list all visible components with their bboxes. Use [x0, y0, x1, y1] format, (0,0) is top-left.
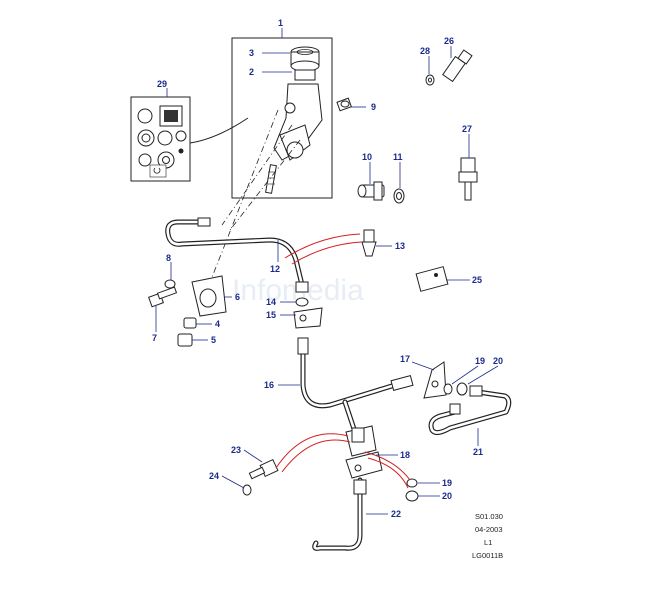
washer-8[interactable]	[164, 279, 176, 289]
callout-4: 4	[215, 319, 220, 329]
callout-14: 14	[266, 297, 276, 307]
callout-5: 5	[211, 335, 216, 345]
bolt-23[interactable]	[248, 458, 279, 480]
highlight-20-a	[364, 451, 411, 481]
callout-26: 26	[444, 36, 454, 46]
callout-19-lower: 19	[442, 478, 452, 488]
leader-lines	[155, 28, 499, 515]
bracket-6[interactable]	[191, 275, 227, 317]
drawing-ref: LG0011B	[472, 551, 503, 560]
kit-pointer	[189, 117, 249, 144]
callout-13: 13	[395, 241, 405, 251]
callout-19-upper: 19	[475, 356, 485, 366]
connector-25[interactable]	[415, 266, 449, 292]
bolt-7[interactable]	[148, 286, 178, 308]
washer-11[interactable]	[393, 188, 405, 204]
banjo-bolt-10[interactable]	[357, 181, 385, 201]
callout-25: 25	[472, 275, 482, 285]
hose-16[interactable]	[297, 337, 414, 435]
washer-24[interactable]	[242, 484, 252, 496]
highlight-13-a	[284, 233, 361, 259]
highlight-18-b	[281, 439, 351, 473]
callout-8: 8	[166, 253, 171, 263]
highlight-13-b	[291, 241, 363, 265]
repair-kit-panel[interactable]	[130, 96, 191, 182]
callout-3: 3	[249, 48, 254, 58]
nut-20-lower[interactable]	[405, 490, 419, 502]
master-cylinder-assembly[interactable]	[231, 37, 333, 199]
washer-19-lower[interactable]	[406, 478, 418, 488]
callout-24: 24	[209, 471, 219, 481]
nut-5[interactable]	[177, 333, 193, 347]
callout-21: 21	[473, 447, 483, 457]
centerline-1	[204, 109, 279, 296]
callout-23: 23	[231, 445, 241, 455]
callout-7: 7	[152, 333, 157, 343]
callout-27: 27	[462, 124, 472, 134]
union-26[interactable]	[442, 49, 473, 83]
centerline-3	[229, 139, 301, 231]
pipe-22[interactable]	[312, 477, 367, 551]
callout-9: 9	[371, 102, 376, 112]
callout-17: 17	[400, 354, 410, 364]
washer-14[interactable]	[295, 297, 309, 307]
centerline-2	[221, 124, 293, 226]
washer-28[interactable]	[425, 74, 435, 86]
callout-6: 6	[235, 292, 240, 302]
callout-20-lower: 20	[442, 491, 452, 501]
washer-19-upper[interactable]	[443, 383, 453, 395]
callout-18: 18	[400, 450, 410, 460]
bracket-17[interactable]	[423, 361, 447, 399]
bleed-nipple-9[interactable]	[336, 97, 352, 112]
callout-16: 16	[264, 380, 274, 390]
clip-13[interactable]	[361, 229, 377, 257]
pipe-12[interactable]	[165, 217, 309, 293]
nut-4[interactable]	[183, 317, 197, 329]
bracket-15[interactable]	[293, 307, 323, 329]
highlight-20-b	[367, 457, 409, 489]
drawing-metadata: S01.030 04-2003 L1 LG0011B	[472, 512, 503, 560]
callout-10: 10	[362, 152, 372, 162]
switch-27[interactable]	[458, 157, 478, 201]
callout-12: 12	[270, 264, 280, 274]
callout-20-upper: 20	[493, 356, 503, 366]
callout-1: 1	[278, 18, 283, 28]
pipe-21[interactable]	[428, 385, 512, 436]
callout-29: 29	[157, 79, 167, 89]
highlight-18-a	[275, 433, 349, 469]
drawing-code: S01.030	[475, 512, 503, 521]
drawing-date: 04-2003	[475, 525, 503, 534]
callout-15: 15	[266, 310, 276, 320]
nut-20-upper[interactable]	[456, 382, 468, 396]
callout-28: 28	[420, 46, 430, 56]
drawing-level: L1	[484, 538, 492, 547]
bracket-18[interactable]	[345, 425, 383, 479]
callout-22: 22	[391, 509, 401, 519]
callout-2: 2	[249, 67, 254, 77]
callout-11: 11	[393, 152, 403, 162]
callout-numbers: 1 3 2 9 29 26 28 27 10 11 13 12 25 8 6 4…	[152, 18, 503, 519]
